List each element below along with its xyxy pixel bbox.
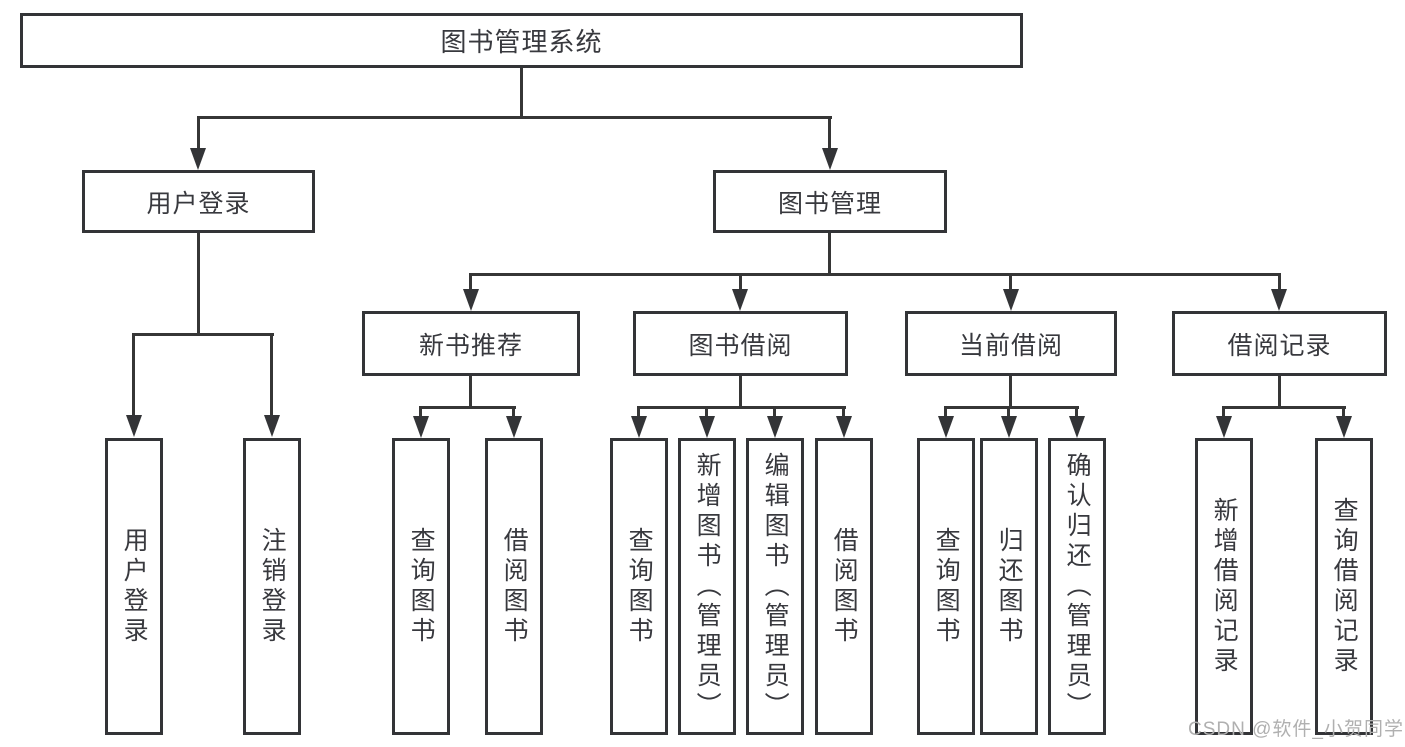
node-leaf-borrow-books-recommend: 借阅图书	[485, 438, 543, 735]
node-root: 图书管理系统	[20, 13, 1023, 68]
node-leaf-query-books-borrow: 查询图书	[610, 438, 668, 735]
connector-line	[419, 406, 516, 409]
arrow-down-icon	[506, 416, 522, 438]
node-leaf-edit-books-admin: 编辑图书（管理员）	[746, 438, 804, 735]
node-leaf-query-books-borrow-label: 查询图书	[625, 526, 654, 647]
arrow-down-icon	[1216, 416, 1232, 438]
node-leaf-borrow-books-label: 借阅图书	[830, 526, 859, 647]
node-leaf-borrow-books: 借阅图书	[815, 438, 873, 735]
connector-line	[828, 231, 831, 276]
node-leaf-confirm-return-admin: 确认归还（管理员）	[1048, 438, 1106, 735]
connector-line	[944, 406, 1079, 409]
node-leaf-add-borrow-record-label: 新增借阅记录	[1210, 496, 1239, 677]
node-leaf-query-books-current: 查询图书	[917, 438, 975, 735]
csdn-watermark: CSDN @软件_小贺同学	[1188, 719, 1404, 740]
node-book-management: 图书管理	[713, 170, 947, 233]
connector-line	[469, 374, 472, 409]
connector-line	[469, 273, 1281, 276]
connector-line	[842, 406, 845, 420]
node-user-login: 用户登录	[82, 170, 315, 233]
node-leaf-borrow-books-recommend-label: 借阅图书	[500, 526, 529, 647]
connector-line	[197, 116, 200, 150]
connector-line	[132, 333, 135, 417]
connector-line	[512, 406, 515, 420]
arrow-down-icon	[938, 416, 954, 438]
connector-line	[1278, 374, 1281, 409]
node-leaf-confirm-return-admin-label: 确认归还（管理员）	[1063, 451, 1092, 722]
node-new-book-recommend: 新书推荐	[362, 311, 580, 376]
arrow-down-icon	[699, 416, 715, 438]
connector-line	[1007, 406, 1010, 420]
node-book-borrow: 图书借阅	[633, 311, 848, 376]
arrow-down-icon	[190, 148, 206, 170]
node-leaf-edit-books-admin-label: 编辑图书（管理员）	[761, 451, 790, 722]
connector-line	[828, 116, 831, 150]
connector-line	[637, 406, 846, 409]
connector-line	[773, 406, 776, 420]
connector-line	[1075, 406, 1078, 420]
connector-line	[1342, 406, 1345, 420]
node-leaf-query-books-recommend-label: 查询图书	[407, 526, 436, 647]
arrow-down-icon	[413, 416, 429, 438]
arrow-down-icon	[126, 415, 142, 437]
node-root-label: 图书管理系统	[440, 27, 603, 57]
connector-line	[419, 406, 422, 420]
connector-line	[944, 406, 947, 420]
connector-line	[1222, 406, 1346, 409]
connector-line	[520, 66, 523, 118]
node-leaf-logout-label: 注销登录	[258, 526, 287, 647]
node-leaf-query-books-current-label: 查询图书	[932, 526, 961, 647]
node-leaf-query-borrow-record-label: 查询借阅记录	[1330, 496, 1359, 677]
connector-line	[739, 374, 742, 409]
connector-line	[637, 406, 640, 420]
node-leaf-return-books-label: 归还图书	[995, 526, 1024, 647]
node-leaf-query-books-recommend: 查询图书	[392, 438, 450, 735]
node-leaf-logout: 注销登录	[243, 438, 301, 735]
arrow-down-icon	[767, 416, 783, 438]
arrow-down-icon	[1001, 416, 1017, 438]
arrow-down-icon	[822, 148, 838, 170]
connector-line	[469, 273, 472, 293]
arrow-down-icon	[631, 416, 647, 438]
connector-line	[739, 273, 742, 293]
node-leaf-add-books-admin: 新增图书（管理员）	[678, 438, 736, 735]
node-user-login-label: 用户登录	[146, 189, 251, 218]
node-borrow-records: 借阅记录	[1172, 311, 1387, 376]
arrow-down-icon	[1069, 416, 1085, 438]
node-leaf-query-borrow-record: 查询借阅记录	[1315, 438, 1373, 735]
node-leaf-user-login: 用户登录	[105, 438, 163, 735]
arrow-down-icon	[836, 416, 852, 438]
node-leaf-add-books-admin-label: 新增图书（管理员）	[693, 451, 722, 722]
arrow-down-icon	[264, 415, 280, 437]
connector-line	[1278, 273, 1281, 293]
node-book-management-label: 图书管理	[777, 189, 882, 218]
node-current-borrow-label: 当前借阅	[958, 331, 1063, 360]
node-leaf-add-borrow-record: 新增借阅记录	[1195, 438, 1253, 735]
connector-line	[1009, 374, 1012, 409]
connector-line	[197, 231, 200, 336]
node-leaf-return-books: 归还图书	[980, 438, 1038, 735]
node-book-borrow-label: 图书借阅	[688, 331, 793, 360]
connector-line	[132, 333, 274, 336]
node-new-book-recommend-label: 新书推荐	[418, 331, 523, 360]
arrow-down-icon	[1003, 289, 1019, 311]
node-leaf-user-login-label: 用户登录	[120, 526, 149, 647]
arrow-down-icon	[732, 289, 748, 311]
connector-line	[1009, 273, 1012, 293]
connector-line	[197, 116, 832, 119]
node-borrow-records-label: 借阅记录	[1227, 331, 1332, 360]
connector-line	[705, 406, 708, 420]
node-current-borrow: 当前借阅	[905, 311, 1117, 376]
arrow-down-icon	[1336, 416, 1352, 438]
connector-line	[270, 333, 273, 417]
arrow-down-icon	[1271, 289, 1287, 311]
arrow-down-icon	[463, 289, 479, 311]
connector-line	[1222, 406, 1225, 420]
